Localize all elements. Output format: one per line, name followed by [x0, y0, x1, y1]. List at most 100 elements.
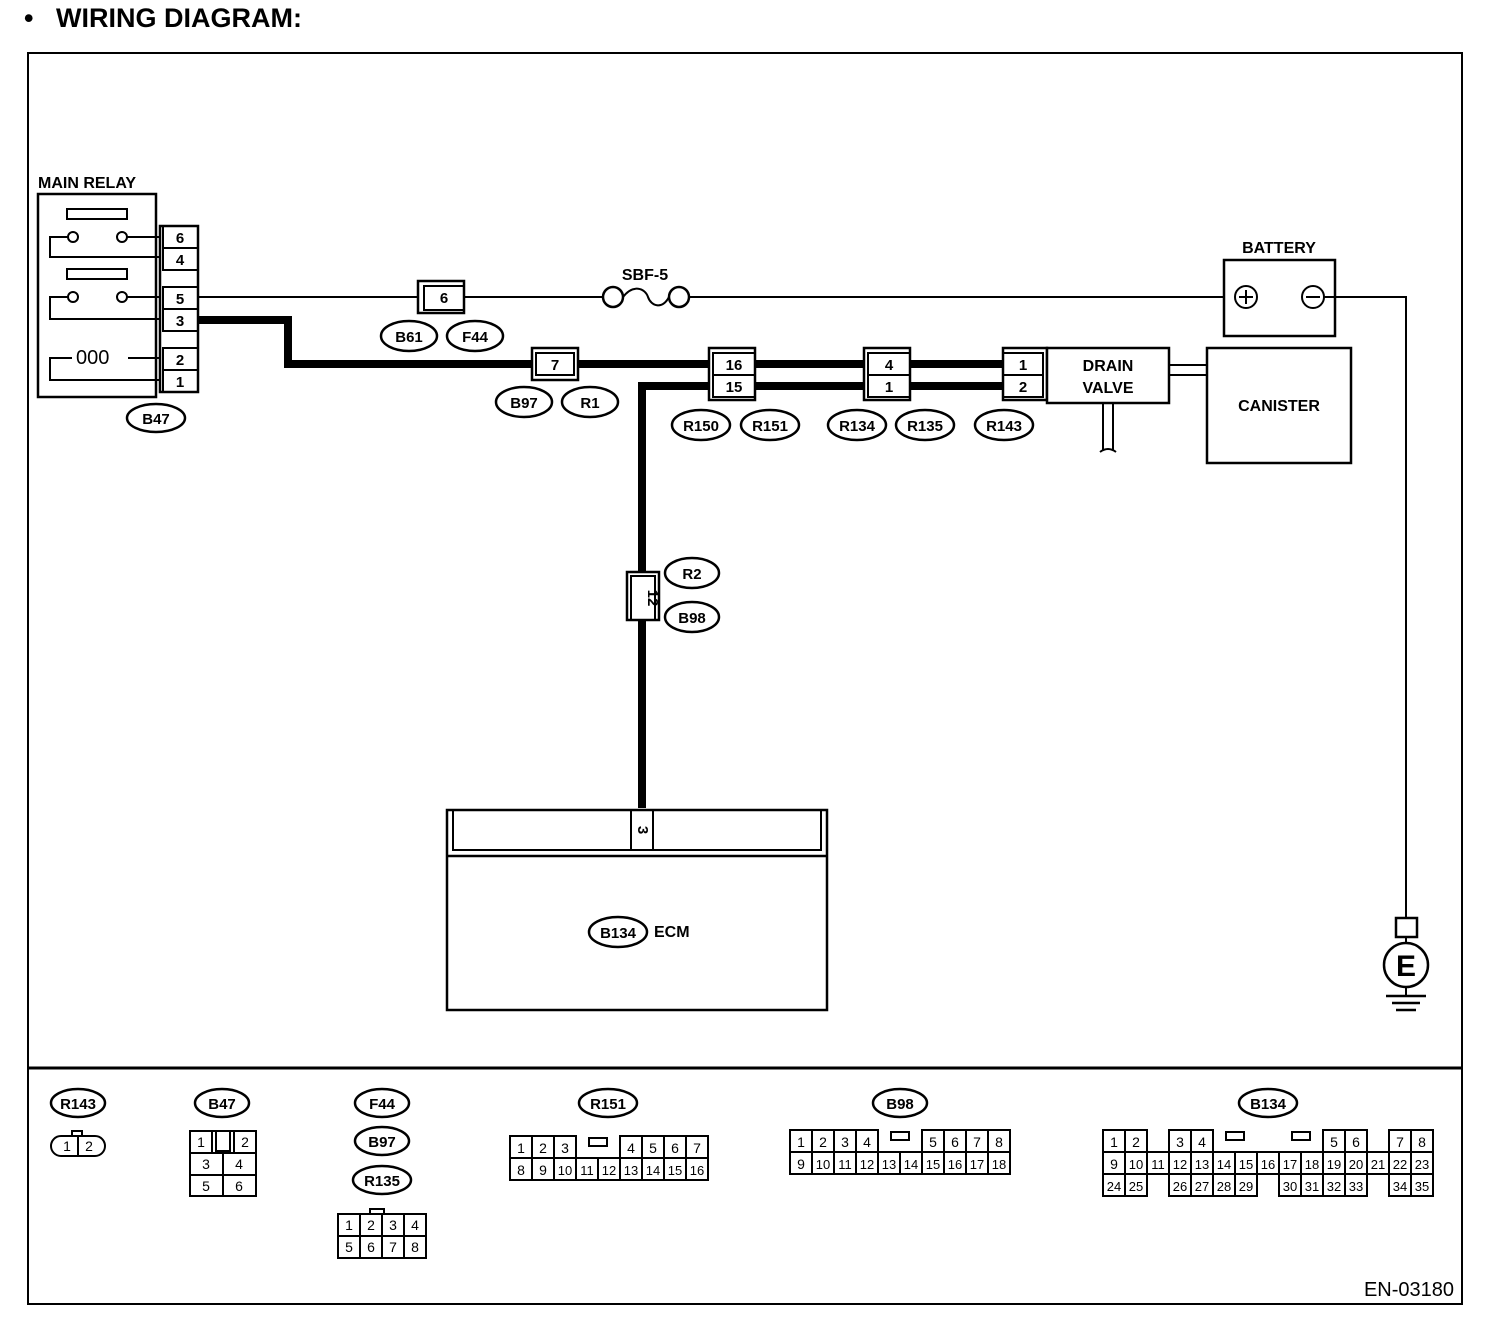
legend-latch	[588, 1137, 608, 1147]
legend-r135-ellipse	[351, 1164, 413, 1196]
connector-b98-ellipse	[663, 600, 721, 634]
relay-contact-bar-lower	[66, 268, 128, 280]
legend-latch	[890, 1131, 910, 1141]
relay-pin-label: 4	[176, 252, 185, 269]
legend-pin-label: 2	[819, 1134, 827, 1150]
drain-valve-label: VALVE	[1083, 380, 1134, 397]
ecm-label: ECM	[654, 924, 690, 941]
power-wire	[198, 316, 536, 368]
legend-pin-cell	[685, 1157, 709, 1181]
connector-r134-label: R134	[839, 418, 876, 435]
legend-pin-label: 4	[1198, 1134, 1206, 1150]
legend-r151-ellipse	[577, 1087, 639, 1119]
legend-b47-pin: 4	[235, 1156, 243, 1172]
legend-pin-label: 7	[1396, 1134, 1404, 1150]
connector-r2-b98-pin-label: 12	[644, 590, 661, 607]
connector-b61-ellipse	[379, 319, 439, 353]
connector-b97-label: B97	[510, 395, 538, 412]
connector-r134-r135-pin-label: 1	[885, 379, 893, 396]
connector-f44-ellipse	[445, 319, 505, 353]
relay-wire	[49, 236, 160, 258]
relay-pin-cell	[162, 247, 199, 271]
connector-r134-ellipse	[826, 408, 888, 442]
legend-pin-label: 27	[1195, 1179, 1209, 1194]
legend-pin-label: 1	[797, 1134, 805, 1150]
connector-b98-label: B98	[678, 610, 706, 627]
legend-pin-label: 14	[904, 1157, 918, 1172]
legend-f44-pin: 6	[367, 1239, 375, 1255]
connector-r2-label: R2	[682, 566, 701, 583]
legend-b98-ellipse	[871, 1087, 929, 1119]
connector-r143-pin	[1002, 374, 1044, 398]
ground-wire	[1324, 296, 1407, 918]
legend-pin-label: 30	[1283, 1179, 1297, 1194]
legend-pin-label: 14	[1217, 1157, 1231, 1172]
legend-pin-label: 8	[1418, 1134, 1426, 1150]
legend-b47-label: B47	[208, 1096, 236, 1113]
legend-r135-label: R135	[364, 1173, 400, 1190]
legend-b47-pin: 1	[197, 1134, 205, 1150]
legend-pin-label: 4	[627, 1140, 635, 1156]
legend-pin-label: 9	[1110, 1156, 1118, 1172]
legend-pin-label: 33	[1349, 1179, 1363, 1194]
connector-r1-ellipse	[560, 385, 620, 419]
legend-pin-label: 13	[882, 1157, 896, 1172]
legend-pin-label: 12	[860, 1157, 874, 1172]
connector-r1-label: R1	[580, 395, 599, 412]
relay-pin-label: 1	[176, 374, 184, 391]
legend-latch	[1225, 1131, 1245, 1141]
connector-r2-b98-pin	[630, 575, 656, 621]
legend-pin-label: 18	[992, 1157, 1006, 1172]
legend-f44-pin: 4	[411, 1217, 419, 1233]
legend-f44-ellipse	[353, 1087, 411, 1119]
canister-body	[1205, 346, 1353, 465]
legend-pin-label: 1	[517, 1140, 525, 1156]
connector-r143-pin-label: 2	[1019, 379, 1027, 396]
legend-pin-label: 16	[1261, 1157, 1275, 1172]
ground-terminal	[1394, 916, 1419, 939]
legend-pin-label: 21	[1371, 1157, 1385, 1172]
legend-pin-cell	[1344, 1173, 1368, 1197]
ecm-pin	[630, 809, 654, 851]
legend-pin-label: 11	[580, 1163, 594, 1178]
connector-r151-label: R151	[752, 418, 788, 435]
relay-pin-label: 5	[176, 291, 184, 308]
connector-b61-f44-pin	[423, 285, 465, 311]
legend-pin-label: 11	[1151, 1157, 1165, 1172]
fuse-terminal	[667, 285, 691, 309]
relay-pin-label: 3	[176, 313, 184, 330]
legend-b134-ellipse	[1237, 1087, 1299, 1119]
connector-b134-label: B134	[600, 925, 637, 942]
legend-pin-label: 17	[1283, 1157, 1297, 1172]
legend-pin-label: 3	[561, 1140, 569, 1156]
relay-pin-label: 2	[176, 352, 184, 369]
connector-r151-ellipse	[739, 408, 801, 442]
main-relay-body	[36, 192, 158, 399]
legend-pin-label: 13	[624, 1163, 638, 1178]
legend-b98-label: B98	[886, 1096, 914, 1113]
legend-r151-label: R151	[590, 1096, 626, 1113]
legend-f44-pin: 5	[345, 1239, 353, 1255]
legend-latch	[1291, 1131, 1311, 1141]
relay-contact-bar-upper	[66, 208, 128, 220]
legend-pin-label: 10	[558, 1163, 572, 1178]
legend-r143-label: R143	[60, 1096, 96, 1113]
ecm-body	[445, 808, 829, 1012]
figure-code: EN-03180	[1364, 1279, 1454, 1301]
legend-b97-ellipse	[353, 1125, 411, 1157]
legend-pin-label: 24	[1107, 1179, 1121, 1194]
legend-pin-label: 3	[1176, 1134, 1184, 1150]
legend-r143-latch	[71, 1130, 83, 1137]
legend-pin-label: 16	[948, 1157, 962, 1172]
connector-r150-ellipse	[670, 408, 732, 442]
legend-f44-label: F44	[369, 1096, 396, 1113]
legend-pin-label: 13	[1195, 1157, 1209, 1172]
fuse-terminal	[601, 285, 625, 309]
connector-r135-ellipse	[894, 408, 956, 442]
connector-r143-pin-label: 1	[1019, 357, 1027, 374]
connector-b61-f44-pin-label: 6	[440, 290, 448, 307]
main-relay-label: MAIN RELAY	[38, 175, 136, 192]
connector-r134-r135-pin	[867, 374, 911, 398]
